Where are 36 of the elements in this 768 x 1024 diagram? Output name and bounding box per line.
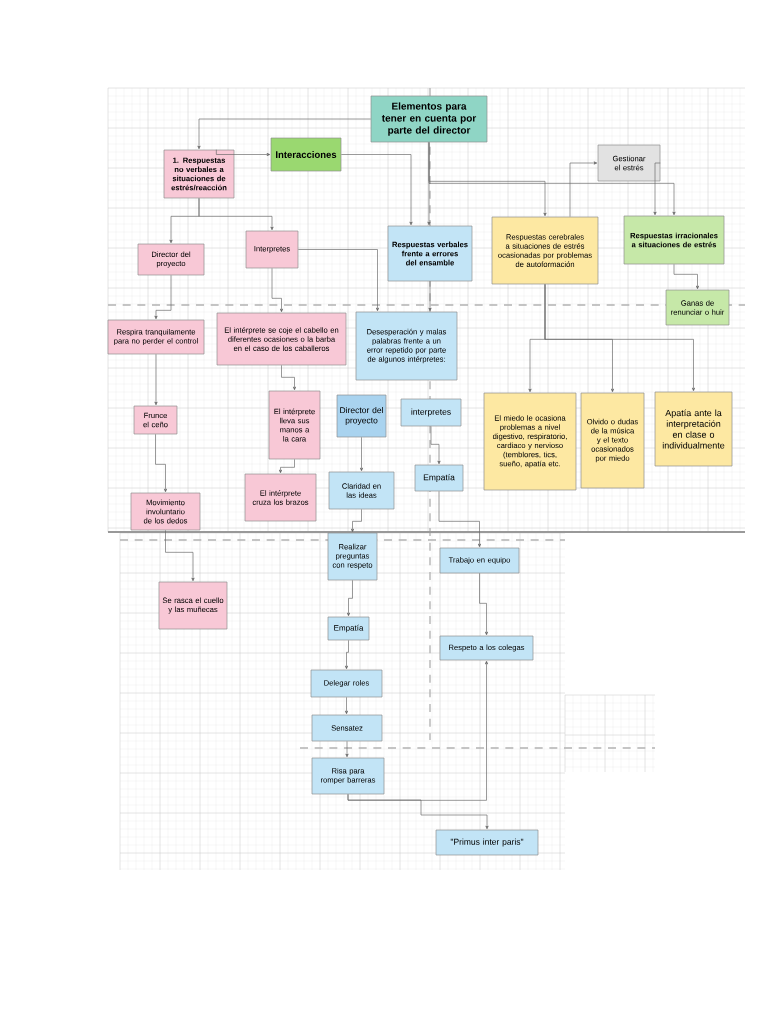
arrow: [197, 118, 371, 150]
arrow: [341, 154, 413, 226]
arrow: [653, 162, 661, 216]
arrow: [155, 434, 168, 493]
arrow: [428, 142, 676, 216]
process-box: Empatía: [414, 464, 464, 492]
arrow: [344, 640, 349, 670]
arrow: [359, 437, 364, 472]
arrow: [479, 573, 489, 636]
arrow: [430, 426, 441, 465]
arrow: [198, 198, 274, 231]
process-box: Interacciones: [270, 137, 342, 172]
arrow: [271, 268, 284, 313]
arrow: [673, 264, 700, 290]
arrow: [438, 491, 482, 548]
title-box: Elementos para tener en cuenta por parte del director: [370, 95, 488, 143]
process-box: Director del proyecto: [336, 394, 387, 438]
process-box: "Primus inter paris": [435, 829, 539, 856]
arrow: [346, 580, 353, 617]
arrow: [344, 697, 349, 715]
process-box: Apatía ante la interpretación en clase o individualmente: [654, 391, 733, 467]
process-box: Empatía: [327, 616, 370, 641]
arrow: [154, 275, 172, 320]
arrow: [281, 365, 297, 391]
arrow: [347, 660, 489, 801]
arrow: [278, 459, 295, 474]
arrow: [350, 509, 362, 533]
arrow: [544, 284, 696, 392]
arrow: [298, 249, 380, 312]
arrow: [154, 354, 158, 406]
arrow: [569, 161, 598, 217]
arrow: [216, 149, 271, 157]
process-box: interpretes: [400, 398, 462, 427]
arrow: [428, 281, 432, 312]
arrow: [345, 741, 349, 758]
arrow: [165, 530, 195, 582]
